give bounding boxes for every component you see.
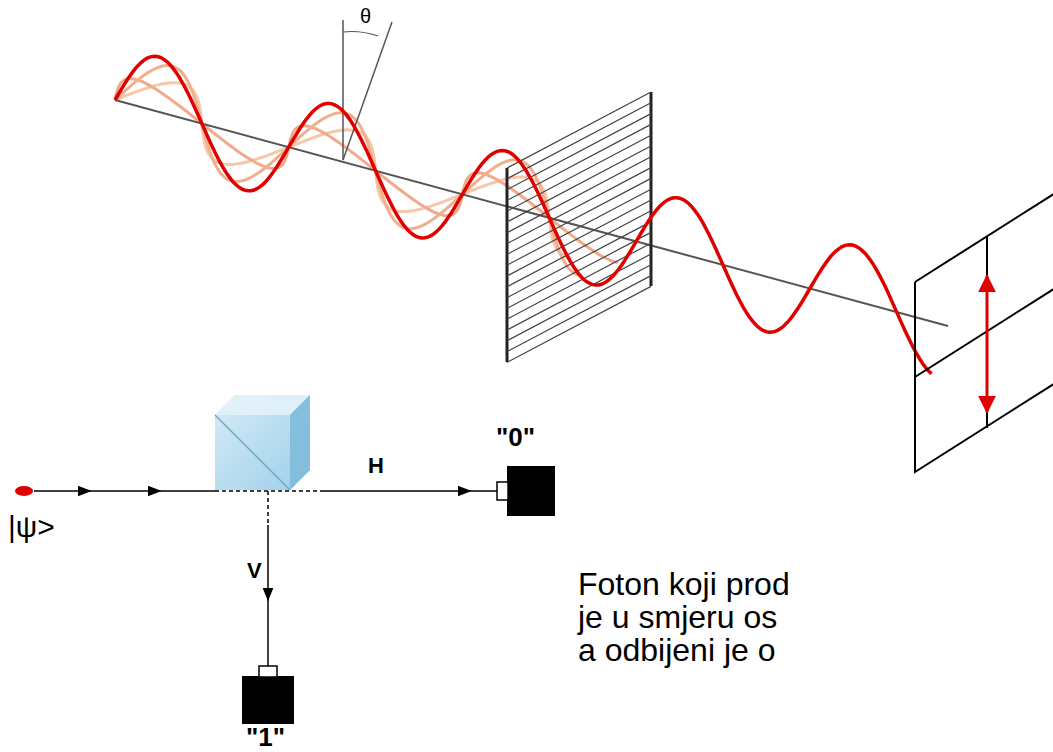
theta-line: [342, 20, 344, 160]
axis-label: V: [247, 560, 262, 582]
axis-line: [115, 100, 948, 326]
beam-line: [267, 491, 269, 525]
detector-label: "1": [246, 724, 285, 750]
wave-curve: [115, 66, 582, 276]
detector: [242, 666, 294, 724]
beam-line: [34, 490, 90, 492]
wave-group: [115, 56, 932, 374]
beam-line: [90, 490, 160, 492]
beam-line: [267, 600, 269, 668]
note-text: Foton koji prod: [578, 568, 790, 600]
detector: [497, 466, 555, 516]
beam-splitter-cube: [215, 395, 310, 490]
beam-line: [267, 525, 269, 600]
note-text: a odbijeni je o: [578, 634, 775, 666]
angle-symbol: θ: [360, 6, 371, 26]
note-text: je u smjeru os: [578, 601, 777, 633]
screen: [915, 190, 1053, 472]
polarizer: [507, 92, 651, 362]
wave-curve: [115, 56, 932, 374]
beam-line: [320, 490, 470, 492]
beam-line: [160, 490, 215, 492]
state-label: |ψ>: [8, 512, 55, 542]
beam-line: [470, 490, 500, 492]
theta-line: [343, 22, 392, 160]
detector-label: "0": [496, 424, 535, 450]
theta-arc: [343, 32, 378, 37]
axis-label: H: [368, 455, 384, 477]
photon-dot: [15, 486, 33, 496]
